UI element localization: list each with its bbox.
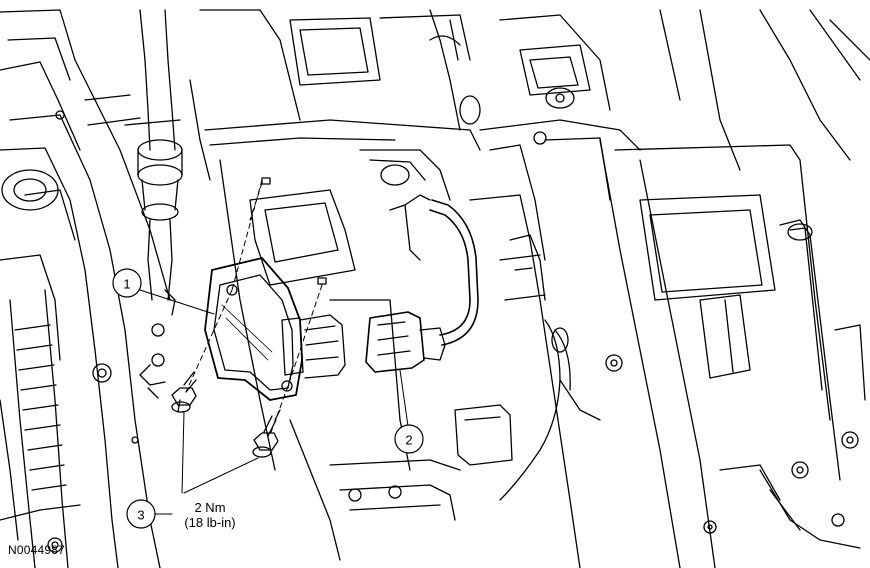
upper-harness	[124, 9, 211, 301]
callout-1-number: 1	[123, 277, 130, 292]
seat-module	[204, 257, 346, 401]
callout-1: 1	[112, 268, 215, 315]
callout-2-number: 2	[405, 433, 412, 448]
module-bolts	[171, 179, 323, 458]
callout-3-number: 3	[137, 508, 144, 523]
callout-2: 2	[394, 369, 424, 454]
misc-fasteners	[131, 289, 176, 444]
left-seat-frame	[0, 9, 171, 568]
torque-spec-imperial: (18 lb-in)	[184, 515, 236, 530]
callout-3: 3	[126, 411, 259, 529]
torque-spec-metric: 2 Nm	[194, 500, 226, 515]
right-seat-frame	[469, 9, 870, 568]
seat-pan	[199, 9, 481, 561]
torque-spec: 2 Nm (18 lb-in)	[170, 500, 250, 530]
module-connector	[365, 194, 601, 501]
figure-reference-id: N0044987	[8, 543, 65, 557]
